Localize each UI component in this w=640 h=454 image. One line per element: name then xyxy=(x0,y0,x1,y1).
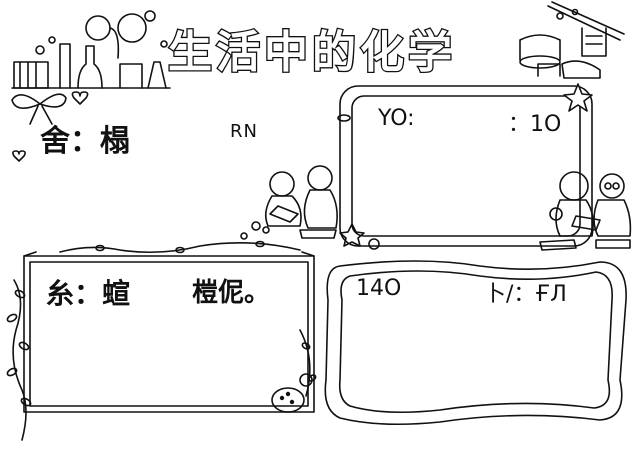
section-label-top-right-left: YO: xyxy=(378,106,415,131)
panel-frame-top-right xyxy=(339,83,593,247)
kids-reading-icon-right xyxy=(539,171,632,251)
lab-glassware-icon xyxy=(11,10,171,89)
kids-reading-icon xyxy=(240,165,380,250)
section-label-top-left: 舍：榻 xyxy=(40,124,130,159)
star-icon xyxy=(563,83,593,112)
section-label-bottom-right-left: 14O xyxy=(356,276,402,301)
bow-icon xyxy=(11,93,67,125)
panel-frame-bottom-left xyxy=(23,251,315,413)
dot-decoration xyxy=(337,114,351,122)
lab-glassware-icon-right xyxy=(519,1,625,79)
page-title: 生活中的化学 xyxy=(167,26,456,80)
panel-frame-bottom-right xyxy=(324,260,627,426)
section-label-bottom-left-side: 榿伲。 xyxy=(192,278,271,308)
section-label-bottom-left: 糸：蝖 xyxy=(46,277,131,310)
section-label-top-left-side: RN xyxy=(230,121,258,142)
vine-icon xyxy=(6,240,317,441)
cookie-icon xyxy=(271,373,313,413)
heart-icon-small xyxy=(12,150,26,162)
section-label-bottom-right-right: 卜/：ҒЛ xyxy=(484,282,567,307)
heart-icon xyxy=(71,91,89,105)
section-label-top-right-right: ：1O xyxy=(508,112,562,137)
